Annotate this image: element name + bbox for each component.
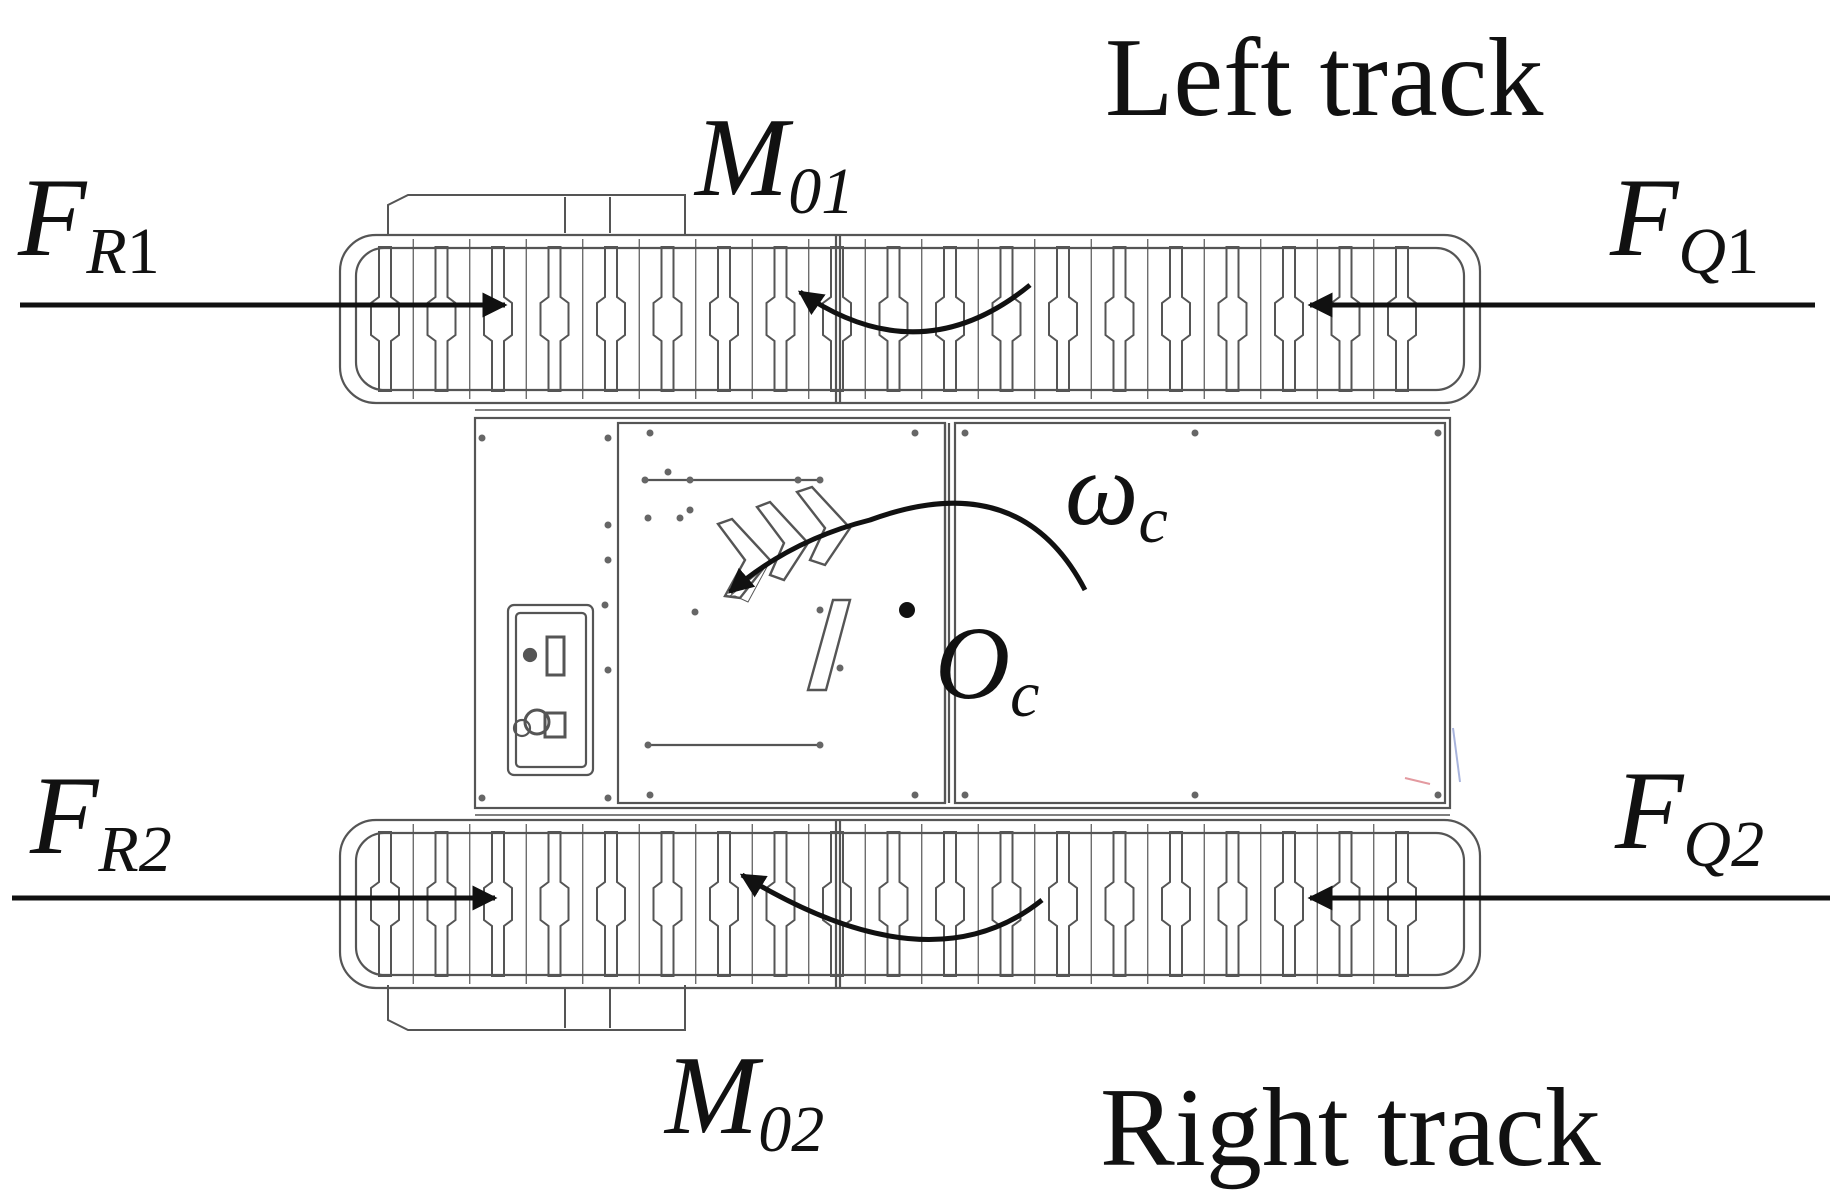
moment-m01-label: M01 bbox=[695, 96, 855, 228]
right-track-body bbox=[338, 818, 1482, 990]
tread-link bbox=[935, 246, 965, 392]
tread-link bbox=[765, 246, 796, 392]
tread-link bbox=[483, 246, 513, 392]
bolt bbox=[604, 521, 612, 529]
force-fq2-label: FQ2 bbox=[1615, 749, 1765, 881]
control-panel bbox=[506, 603, 595, 777]
force-fq1-label: FQ1 bbox=[1610, 156, 1760, 288]
bolt bbox=[911, 791, 919, 799]
bolt bbox=[601, 601, 609, 609]
tread-link bbox=[878, 246, 909, 392]
bolt bbox=[604, 666, 612, 674]
tread-link bbox=[822, 831, 852, 977]
origin-label: Oc bbox=[935, 606, 1040, 731]
bolt bbox=[836, 664, 844, 672]
tread-link bbox=[1387, 831, 1417, 977]
bolt bbox=[816, 606, 824, 614]
tread-link bbox=[1161, 831, 1191, 977]
tread-link bbox=[1330, 246, 1361, 392]
omega-label: ωc bbox=[1065, 432, 1168, 557]
moment-m02-label: M02 bbox=[665, 1034, 825, 1166]
bolt bbox=[646, 429, 654, 437]
tread-link bbox=[652, 831, 683, 977]
bolt bbox=[604, 556, 612, 564]
bolt bbox=[1191, 791, 1199, 799]
bolt bbox=[478, 794, 486, 802]
rotation-omega-arc-fix bbox=[760, 513, 1085, 590]
bolt bbox=[686, 506, 694, 514]
bolt bbox=[641, 476, 649, 484]
bolt bbox=[1434, 791, 1442, 799]
bolt bbox=[961, 791, 969, 799]
force-fr2-label: FR2 bbox=[30, 754, 172, 886]
tread-link bbox=[1217, 831, 1248, 977]
tread-link bbox=[1048, 246, 1078, 392]
tread-link bbox=[935, 831, 965, 977]
left-track-top-plate bbox=[387, 194, 686, 235]
tread-link bbox=[1274, 831, 1304, 977]
bolt bbox=[1434, 429, 1442, 437]
tread-link bbox=[1330, 831, 1361, 977]
bolt bbox=[644, 741, 652, 749]
tread-link bbox=[1104, 246, 1135, 392]
tread-link bbox=[991, 246, 1022, 392]
tread-link bbox=[370, 246, 400, 392]
moment-m01-arc bbox=[797, 283, 1032, 335]
tread-link bbox=[709, 246, 739, 392]
left-track-treads bbox=[370, 239, 1417, 399]
bolt bbox=[961, 429, 969, 437]
bolt bbox=[644, 514, 652, 522]
tread-link bbox=[426, 831, 457, 977]
tread-link bbox=[596, 831, 626, 977]
tread-link bbox=[1104, 831, 1135, 977]
tread-link bbox=[596, 246, 626, 392]
left-track-body bbox=[338, 233, 1482, 405]
tread-link bbox=[878, 831, 909, 977]
bolt bbox=[646, 791, 654, 799]
chevron-emblem bbox=[716, 485, 852, 692]
tread-link bbox=[1387, 246, 1417, 392]
bolt bbox=[478, 434, 486, 442]
left-track-label: Left track bbox=[1105, 16, 1544, 140]
right-track-treads bbox=[370, 824, 1417, 984]
chassis bbox=[473, 409, 1452, 816]
bolt bbox=[686, 476, 694, 484]
tread-link bbox=[483, 831, 513, 977]
tread-link bbox=[539, 246, 570, 392]
moment-m02-arc bbox=[739, 872, 1044, 942]
tread-link bbox=[370, 831, 400, 977]
chassis-bolts bbox=[478, 429, 1442, 802]
tread-link bbox=[1274, 246, 1304, 392]
tread-link bbox=[991, 831, 1022, 977]
bolt bbox=[911, 429, 919, 437]
force-fr1-label: FR1 bbox=[18, 156, 160, 288]
bolt bbox=[816, 741, 824, 749]
rotation-omega-arc bbox=[728, 500, 1088, 594]
right-track-bottom-plate bbox=[387, 985, 686, 1031]
bolt bbox=[604, 794, 612, 802]
center-point bbox=[899, 602, 915, 618]
bolt bbox=[1191, 429, 1199, 437]
bolt bbox=[691, 608, 699, 616]
tread-link bbox=[709, 831, 739, 977]
tread-link bbox=[652, 246, 683, 392]
bolt bbox=[676, 514, 684, 522]
tread-link bbox=[1161, 246, 1191, 392]
tread-link bbox=[539, 831, 570, 977]
bolt bbox=[816, 476, 824, 484]
right-track-label: Right track bbox=[1100, 1066, 1601, 1190]
bolt bbox=[794, 476, 802, 484]
tread-link bbox=[1217, 246, 1248, 392]
bolt bbox=[664, 468, 672, 476]
bolt bbox=[604, 434, 612, 442]
tread-link bbox=[1048, 831, 1078, 977]
stray-marks bbox=[1404, 727, 1461, 785]
tread-link bbox=[426, 246, 457, 392]
